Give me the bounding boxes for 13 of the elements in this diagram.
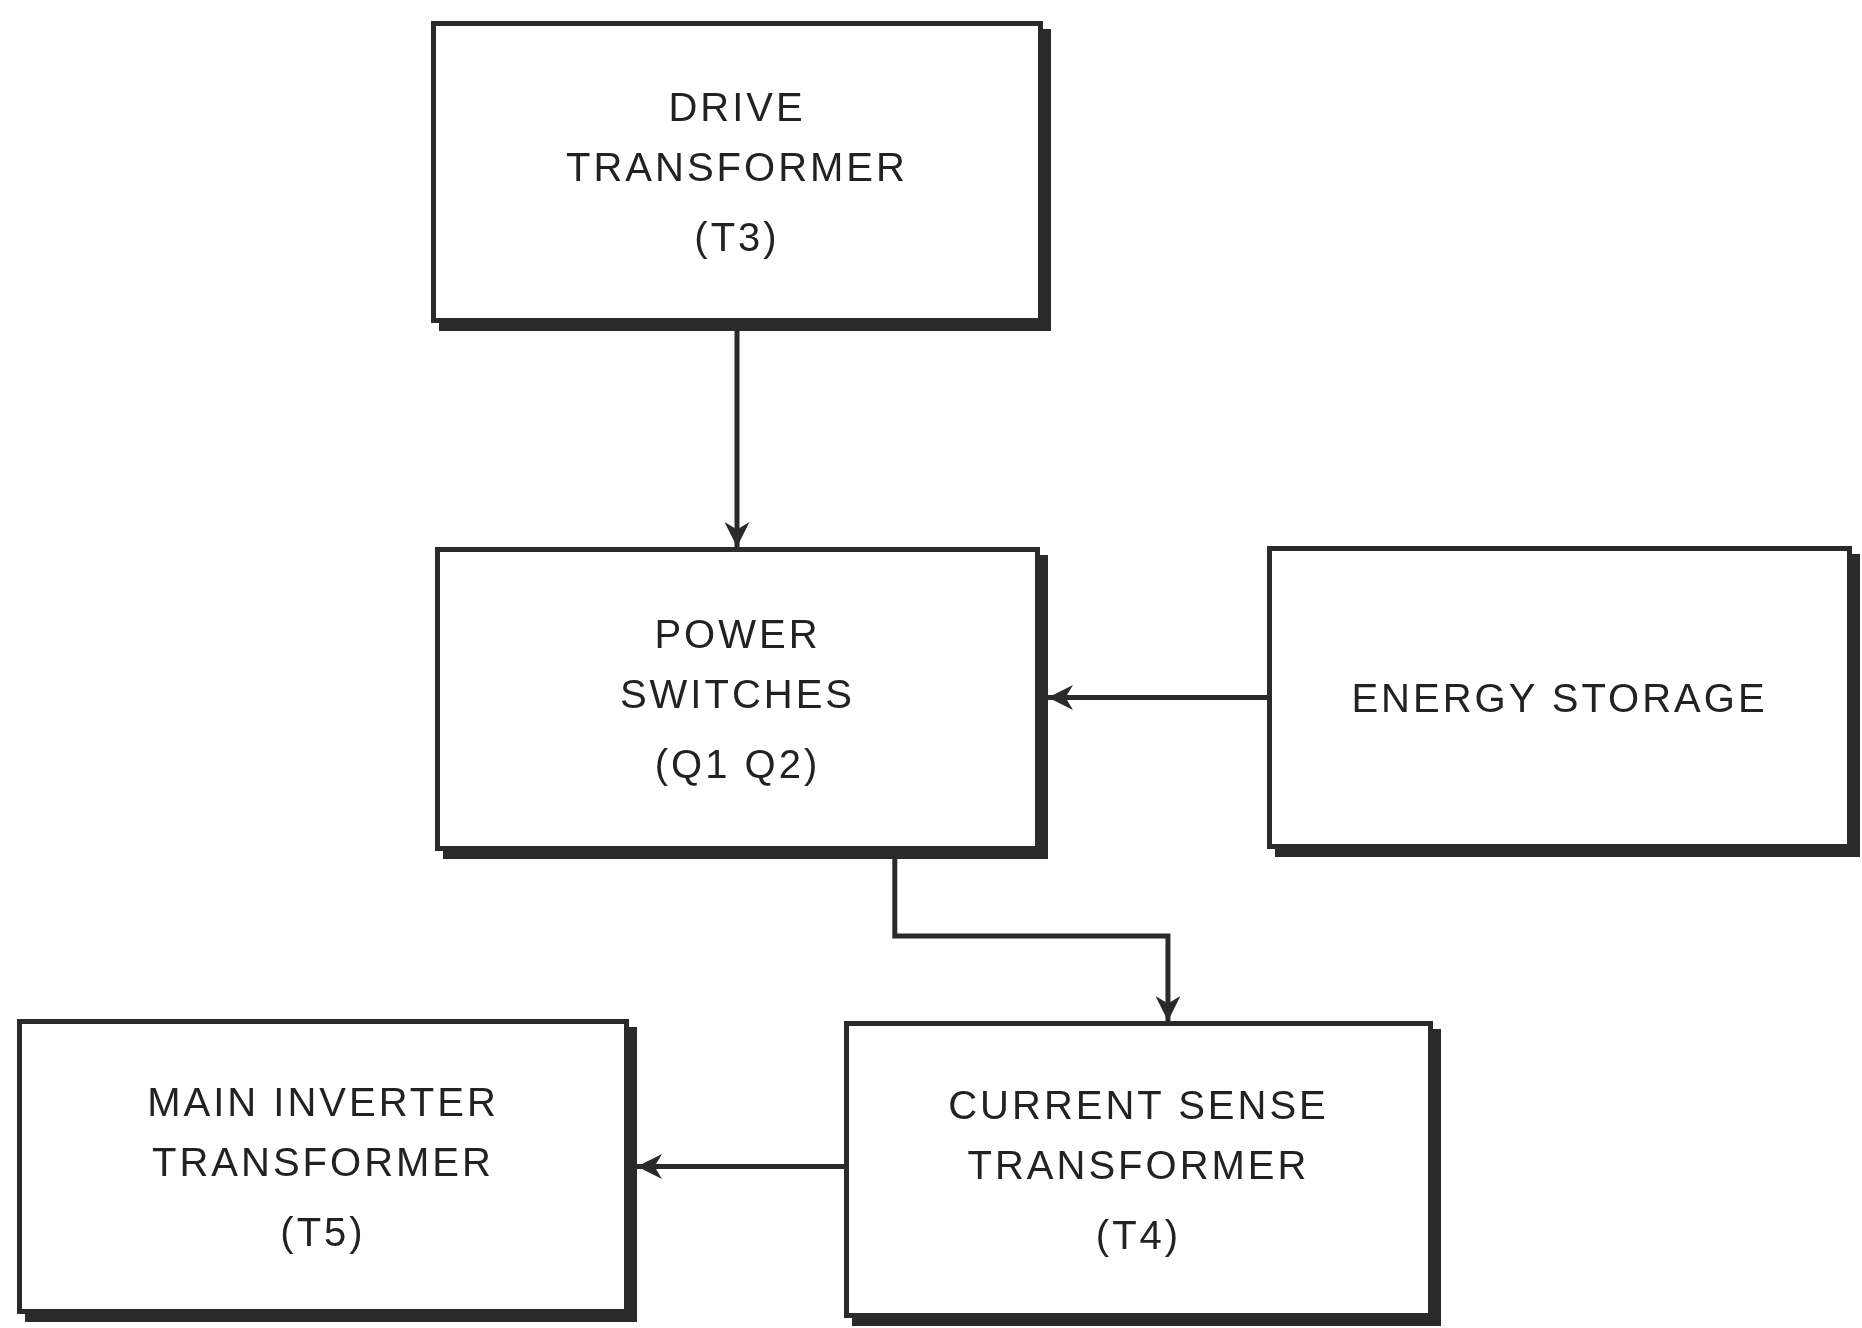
- block-label: MAIN INVERTER TRANSFORMER: [146, 1078, 500, 1186]
- block-label: POWER SWITCHES: [618, 611, 857, 718]
- component-label: (T3): [694, 214, 780, 261]
- arrow: [1048, 685, 1267, 710]
- arrow: [637, 1154, 844, 1179]
- arrow: [724, 331, 750, 547]
- component-label: (T4): [1095, 1211, 1182, 1259]
- block-label: ENERGY STORAGE: [1351, 674, 1768, 722]
- block-label: DRIVE TRANSFORMER: [565, 84, 909, 191]
- component-label: (T5): [280, 1208, 366, 1256]
- block-label: CURRENT SENSE TRANSFORMER: [947, 1081, 1330, 1189]
- component-label: (Q1 Q2): [654, 741, 821, 788]
- arrow: [892, 859, 1181, 1021]
